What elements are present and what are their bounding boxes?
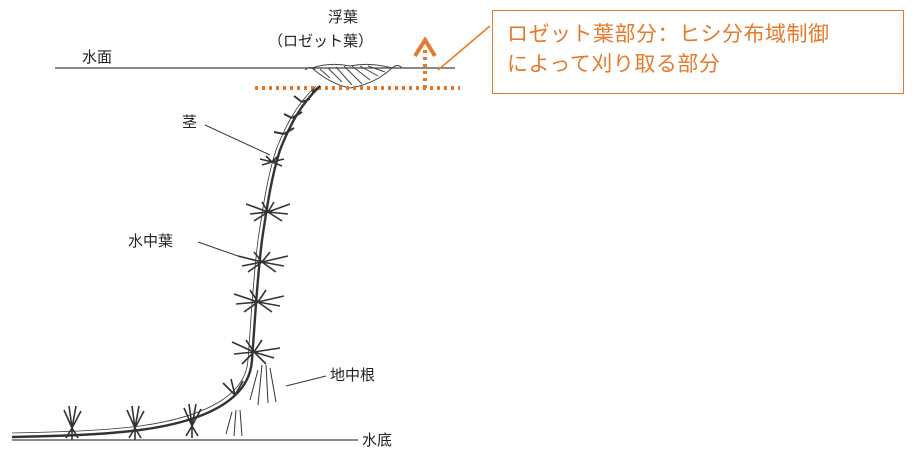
label-stem: 茎 xyxy=(182,113,197,131)
pointer-stem xyxy=(204,124,271,156)
annotation-line-2: によって刈り取る部分 xyxy=(507,52,721,76)
annotation-connector xyxy=(437,25,491,71)
label-floating-leaf: 浮葉 xyxy=(328,8,358,26)
submerged-leaf-whorls xyxy=(222,155,291,396)
label-rosette-leaf: （ロゼット葉） xyxy=(268,32,373,50)
underground-roots xyxy=(225,364,277,437)
label-underground-root: 地中根 xyxy=(330,366,375,384)
annotation-line-1: ロゼット葉部分：ヒシ分布域制御 xyxy=(507,22,830,46)
pointer-underground-root xyxy=(285,375,327,387)
arrow-head xyxy=(413,36,437,58)
label-water-bottom: 水底 xyxy=(362,431,392,449)
upper-leaflets xyxy=(273,85,321,135)
annotation-box: ロゼット葉部分：ヒシ分布域制御 によって刈り取る部分 xyxy=(492,10,904,94)
label-water-surface: 水面 xyxy=(82,48,112,66)
label-submerged-leaf: 水中葉 xyxy=(128,232,173,250)
pointer-submerged-leaf xyxy=(197,241,239,257)
bottom-tufts xyxy=(63,403,202,440)
rosette-leaves xyxy=(304,63,403,89)
stem-inner xyxy=(11,85,317,434)
stem xyxy=(11,85,321,439)
